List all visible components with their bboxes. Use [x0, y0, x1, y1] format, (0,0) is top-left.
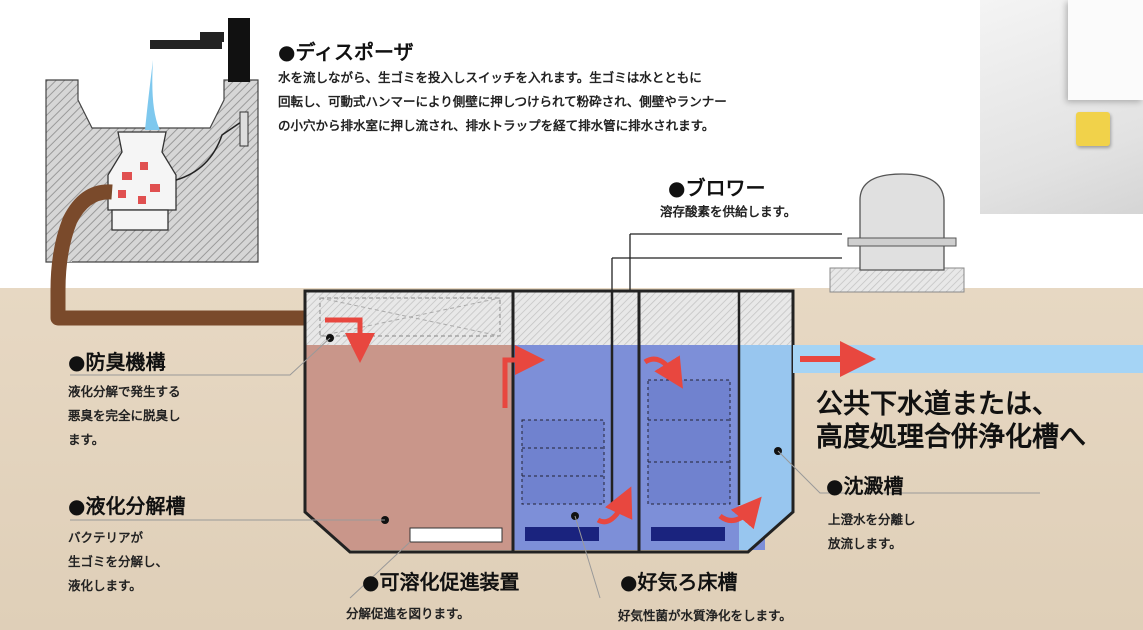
drain-pipe	[50, 184, 318, 326]
liquefaction-desc-2: 生ゴミを分解し、	[68, 554, 169, 569]
tank-body	[303, 289, 795, 554]
aerobic-desc: 好気性菌が水質浄化をします。	[618, 608, 792, 623]
liquefaction-desc-3: 液化します。	[68, 578, 142, 593]
disposer-unit	[107, 111, 249, 231]
product-box	[1068, 0, 1143, 100]
outlet-line-1: 公共下水道または、	[816, 389, 1059, 420]
faucet-icon	[145, 18, 250, 130]
flow-arrows	[325, 317, 762, 530]
product-photo	[980, 0, 1143, 214]
dissolver-device	[409, 527, 503, 543]
disposer-desc-3: の小穴から排水室に押し流され、排水トラップを経て排水管に排水されます。	[278, 118, 715, 133]
blower-desc: 溶存酸素を供給します。	[660, 204, 797, 219]
air-diffuser-1	[525, 527, 599, 541]
deodor-title: ●防臭機構	[68, 350, 166, 374]
dissolver-title: ●可溶化促進装置	[362, 570, 520, 594]
disposer-desc-1: 水を流しながら、生ゴミを投入しスイッチを入れます。生ゴミは水とともに	[278, 70, 702, 85]
liquefaction-tank	[305, 343, 513, 550]
blower-icon	[611, 173, 965, 505]
disposer-desc-2: 回転し、可動式ハンマーにより側壁に押しつけられて粉砕され、側壁やランナー	[278, 94, 727, 109]
liquefaction-desc-1: バクテリアが	[68, 530, 144, 545]
sediment-title: ●沈澱槽	[826, 474, 904, 498]
sponge-image	[1076, 112, 1110, 146]
air-diffuser-2	[651, 527, 725, 541]
aerobic-title: ●好気ろ床槽	[620, 570, 738, 594]
blower-title: ●ブロワー	[668, 176, 766, 200]
liquefaction-title: ●液化分解槽	[68, 494, 186, 518]
deodor-desc-1: 液化分解で発生する	[68, 384, 181, 399]
leader-lines	[70, 334, 1040, 599]
deodor-desc-3: ます。	[68, 432, 105, 447]
sediment-desc-1: 上澄水を分離し	[828, 512, 916, 527]
outlet-line-2: 高度処理合併浄化槽へ	[816, 422, 1086, 453]
disposer-title: ●ディスポーザ	[278, 40, 414, 64]
sediment-desc-2: 放流します。	[828, 536, 902, 551]
deodor-desc-2: 悪臭を完全に脱臭し	[68, 408, 181, 423]
dissolver-desc: 分解促進を図ります。	[346, 606, 470, 621]
